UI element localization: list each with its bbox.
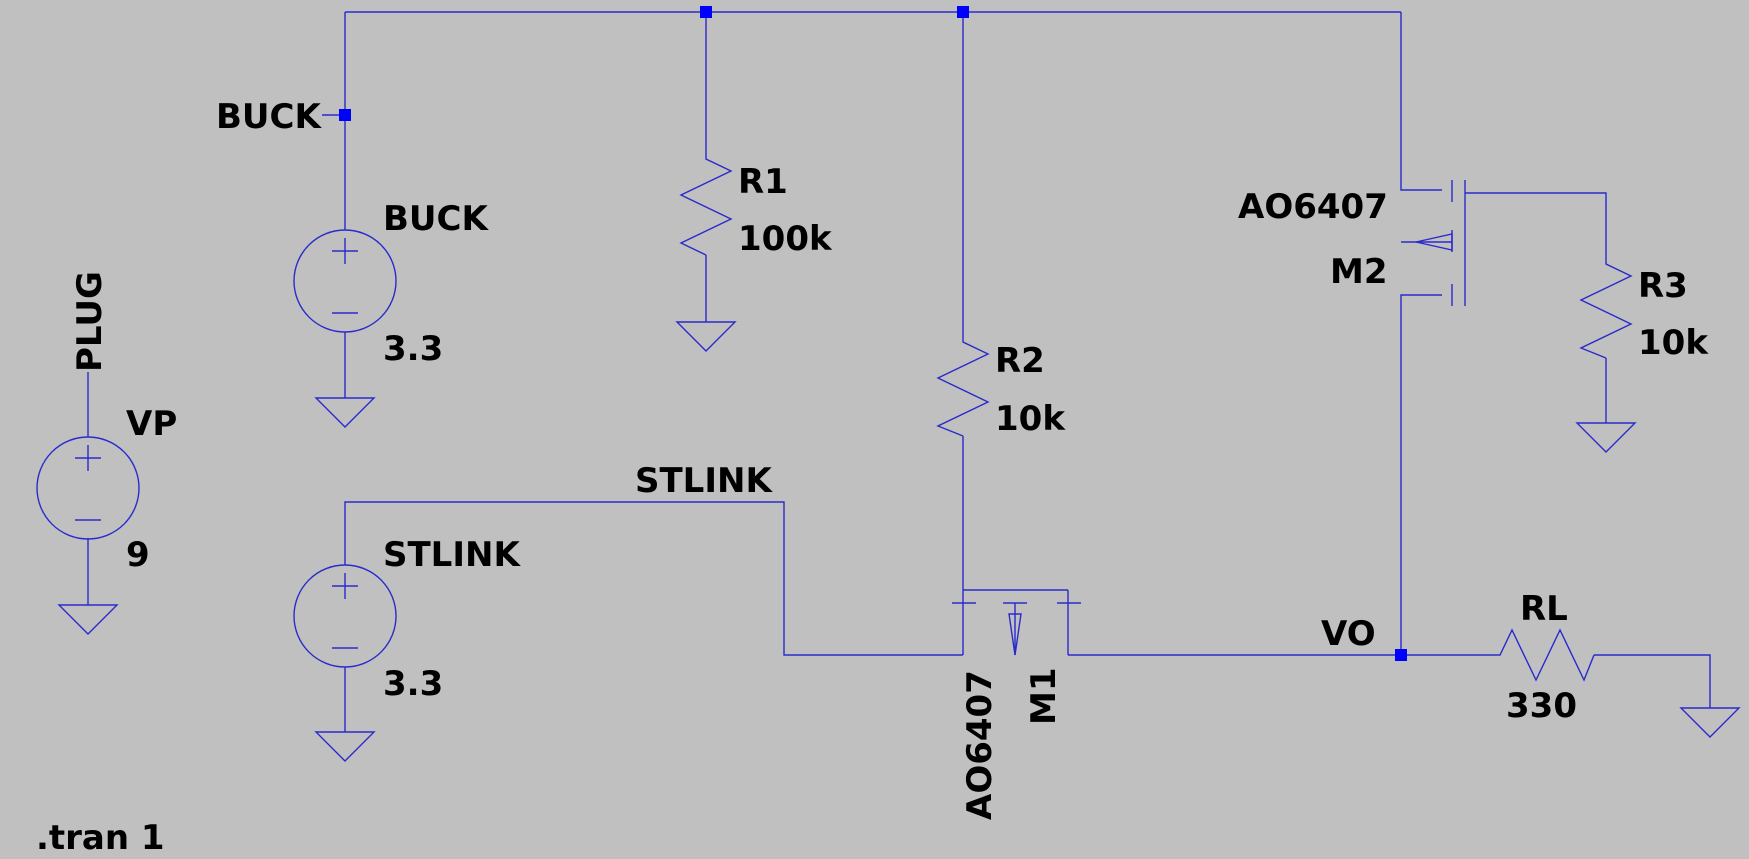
- wire-m2-source-top[interactable]: [1400, 12, 1442, 191]
- component-model-m1: AO6407: [960, 670, 1000, 820]
- netlabel-vo: VO: [1321, 614, 1376, 654]
- component-name-rl: RL: [1520, 589, 1568, 629]
- ground-rl-icon: [1679, 707, 1741, 738]
- wire-m2-gate-r3[interactable]: [1465, 192, 1607, 255]
- ground-r3-icon: [1575, 422, 1637, 453]
- component-value-rl: 330: [1506, 686, 1577, 726]
- junctions: [339, 6, 1407, 661]
- component-value-r2: 10k: [995, 399, 1066, 439]
- component-value-buck: 3.3: [383, 329, 443, 369]
- component-name-buck: BUCK: [383, 199, 489, 239]
- ground-vp-icon: [57, 604, 119, 635]
- voltage-source-stlink[interactable]: [293, 564, 397, 668]
- spice-directive[interactable]: .tran 1: [36, 818, 165, 858]
- mosfet-m2[interactable]: [1401, 180, 1466, 306]
- component-name-m1: M1: [1024, 668, 1064, 726]
- resistor-rl[interactable]: [1491, 628, 1595, 682]
- netlabel-buck: BUCK: [216, 97, 322, 137]
- ground-stlink-icon: [314, 731, 376, 762]
- resistor-r3[interactable]: [1579, 255, 1633, 359]
- component-name-vp: VP: [126, 404, 177, 444]
- ground-buck-icon: [314, 397, 376, 428]
- component-model-m2: AO6407: [1238, 187, 1388, 227]
- junction-vo: [1395, 649, 1407, 661]
- wire-m2-drain[interactable]: [1400, 294, 1442, 655]
- junction-r2-top: [957, 6, 969, 18]
- junction-r1-top: [700, 6, 712, 18]
- component-value-r3: 10k: [1638, 323, 1709, 363]
- component-name-r3: R3: [1638, 266, 1688, 306]
- component-value-stlink: 3.3: [383, 664, 443, 704]
- junction-buck: [339, 109, 351, 121]
- component-name-r1: R1: [738, 162, 788, 202]
- wires: [87, 11, 1711, 732]
- mosfet-m1[interactable]: [952, 589, 1081, 656]
- component-name-r2: R2: [995, 341, 1045, 381]
- component-name-m2: M2: [1330, 252, 1388, 292]
- resistor-r2[interactable]: [936, 333, 990, 437]
- component-value-vp: 9: [126, 535, 150, 575]
- voltage-source-vp[interactable]: [36, 436, 140, 540]
- ground-r1-icon: [675, 321, 737, 352]
- netlabel-plug: PLUG: [70, 271, 110, 372]
- component-value-r1: 100k: [738, 219, 833, 259]
- resistor-r1[interactable]: [679, 150, 733, 256]
- voltage-source-buck[interactable]: [293, 229, 397, 333]
- component-name-stlink: STLINK: [383, 535, 521, 575]
- wire-rl-ground[interactable]: [1594, 654, 1711, 708]
- netlabel-stlink: STLINK: [635, 461, 773, 501]
- wire-stlink[interactable]: [344, 501, 963, 656]
